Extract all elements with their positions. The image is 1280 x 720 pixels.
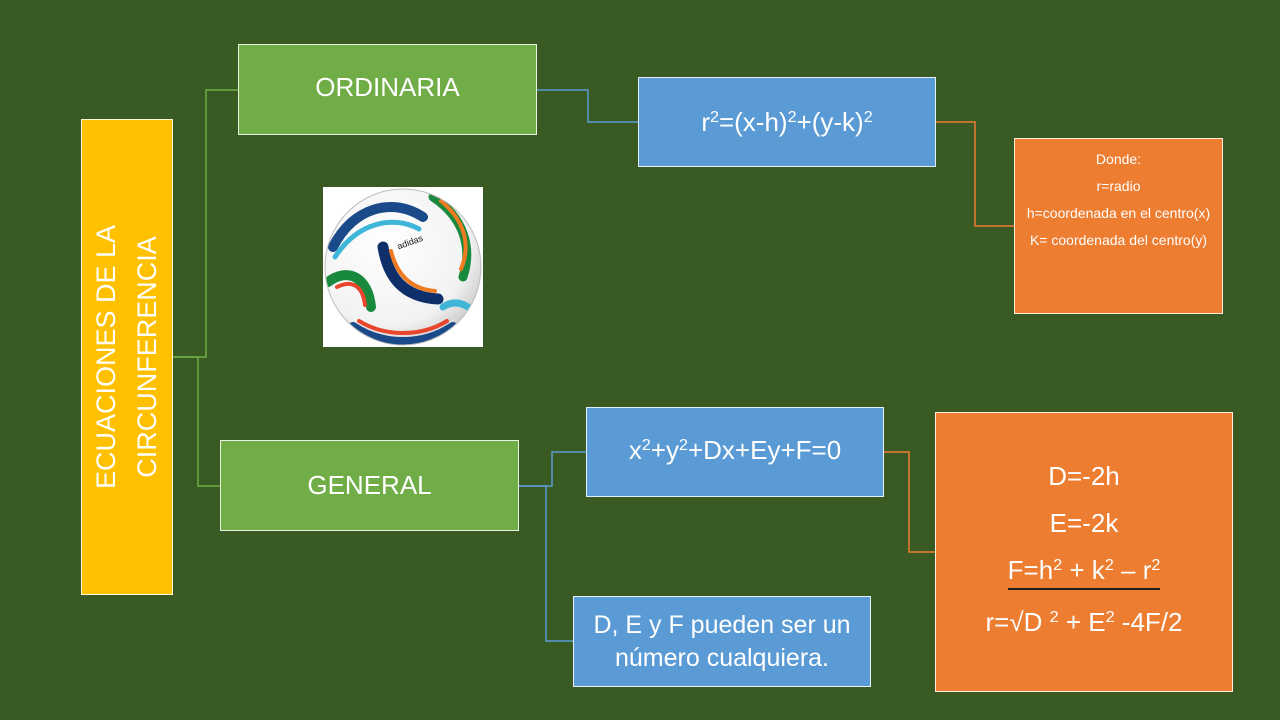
notes-heading: Donde:: [1095, 151, 1142, 167]
connector-equation-coefficients: [884, 451, 935, 553]
coefficients-box: D=-2h E=-2k F=h2 + k2 – r2 r=√D 2 + E2 -…: [935, 412, 1233, 692]
coefficients-note-box: D, E y F pueden ser un número cualquiera…: [573, 596, 871, 687]
general-equation-box: x2+y2+Dx+Ey+F=0: [586, 407, 884, 497]
coef-e: E=-2k: [1049, 508, 1119, 538]
ordinary-equation: r2=(x-h)2+(y-k)2: [701, 106, 873, 137]
connector-general-note: [519, 485, 573, 642]
diagram-title: ECUACIONES DE LA CIRCUNFERENCIA: [91, 224, 162, 490]
coef-r: r=√D 2 + E2 -4F/2: [985, 607, 1183, 637]
note-h: h=coordenada en el centro(x): [1026, 205, 1211, 221]
ordinary-notes-box: Donde: r=radio h=coordenada en el centro…: [1014, 138, 1223, 314]
connector-title-ordinaria: [173, 89, 238, 358]
title-box: ECUACIONES DE LA CIRCUNFERENCIA: [81, 119, 173, 595]
soccer-ball-icon: adidas: [324, 188, 482, 346]
coefficients-note: D, E y F pueden ser un número cualquiera…: [593, 610, 851, 672]
connector-title-general: [173, 356, 220, 487]
soccer-ball-image: adidas: [323, 187, 483, 347]
general-box: GENERAL: [220, 440, 519, 531]
general-equation: x2+y2+Dx+Ey+F=0: [628, 434, 842, 465]
note-radio: r=radio: [1096, 178, 1141, 194]
connector-ordinaria-equation: [537, 89, 638, 123]
ordinary-equation-box: r2=(x-h)2+(y-k)2: [638, 77, 936, 167]
connector-equation-notes: [936, 121, 1014, 227]
coef-d: D=-2h: [1048, 461, 1120, 491]
connector-general-equation: [519, 451, 586, 487]
ordinaria-box: ORDINARIA: [238, 44, 537, 135]
ordinaria-label: ORDINARIA: [315, 72, 460, 102]
note-k: K= coordenada del centro(y): [1029, 232, 1208, 248]
general-label: GENERAL: [307, 470, 432, 500]
coef-f: F=h2 + k2 – r2: [936, 555, 1232, 590]
